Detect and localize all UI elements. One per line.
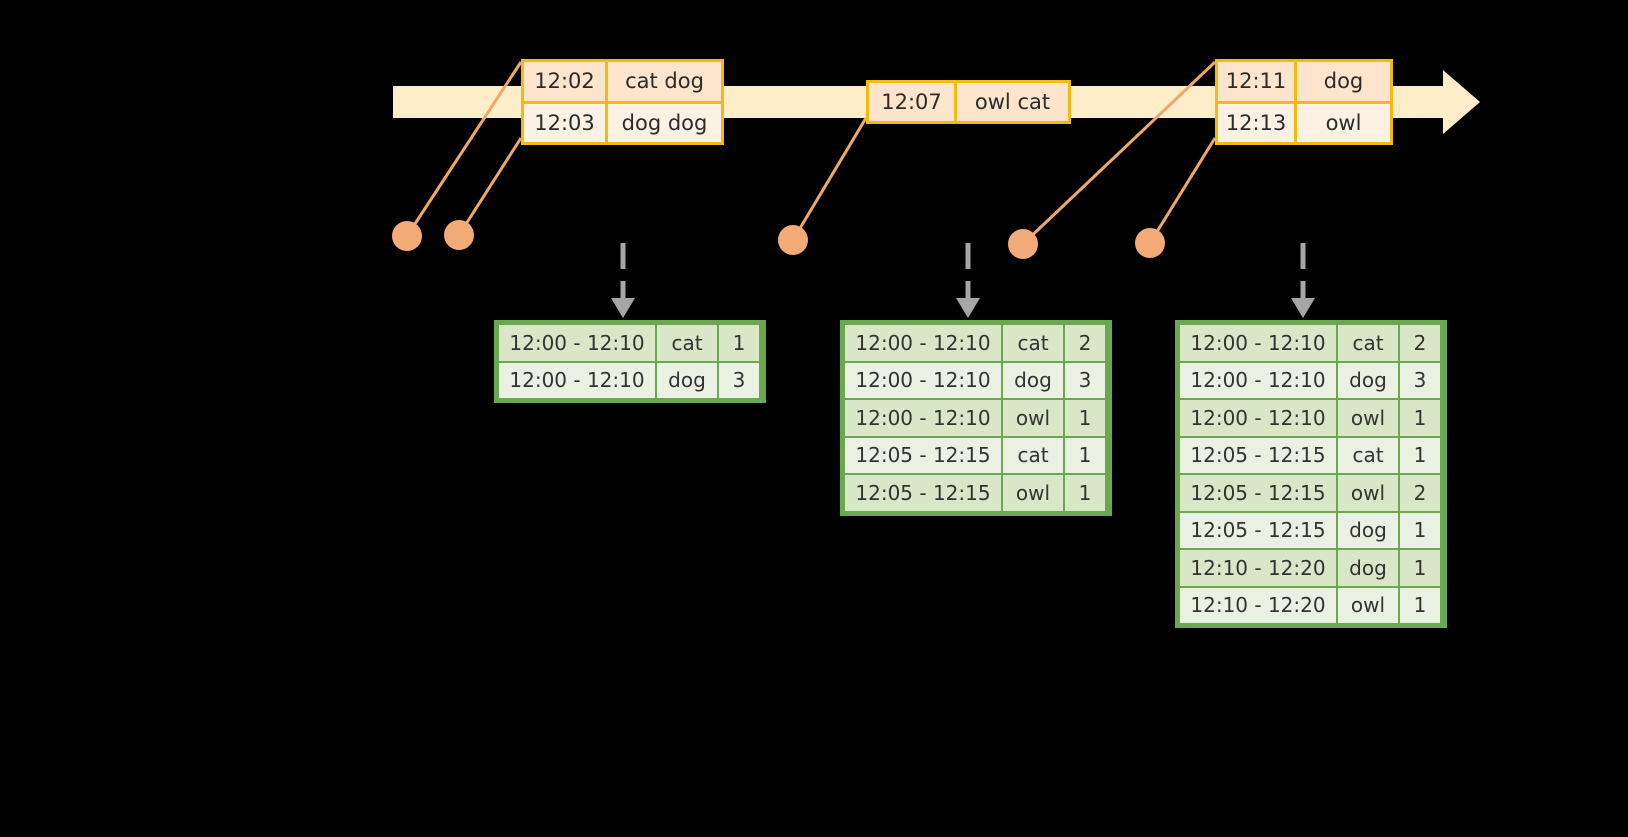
dashed-arrow-1 — [611, 243, 635, 318]
table-row[interactable]: 12:10 - 12:20 dog 1 — [1179, 549, 1443, 587]
cell-count: 3 — [1064, 361, 1106, 399]
table-row[interactable]: 12:05 - 12:15 cat 1 — [1179, 436, 1443, 474]
event-row[interactable]: 12:03 dog dog — [524, 100, 721, 142]
cell-word: cat — [1002, 436, 1064, 474]
table-row[interactable]: 12:05 - 12:15 owl 1 — [844, 474, 1108, 512]
event-dot-1 — [392, 221, 422, 251]
cell-word: dog — [1002, 361, 1064, 399]
event-row[interactable]: 12:02 cat dog — [524, 62, 721, 101]
connector-line-5 — [1148, 137, 1217, 244]
cell-window: 12:05 - 12:15 — [844, 436, 1002, 474]
event-words: cat dog — [625, 69, 704, 94]
cell-window: 12:00 - 12:10 — [844, 324, 1002, 362]
dashed-arrow-3 — [1291, 243, 1315, 318]
event-words: dog dog — [621, 110, 708, 135]
event-words: owl cat — [974, 90, 1051, 114]
table-row[interactable]: 12:00 - 12:10 dog 3 — [498, 361, 762, 399]
event-dot-2 — [444, 220, 474, 250]
result-table-2[interactable]: 12:00 - 12:10 cat 2 12:00 - 12:10 dog 3 … — [840, 320, 1112, 516]
event-group-2[interactable]: 12:07 owl cat — [866, 80, 1071, 124]
table-row[interactable]: 12:00 - 12:10 cat 2 — [1179, 324, 1443, 362]
table-row[interactable]: 12:00 - 12:10 owl 1 — [1179, 399, 1443, 437]
event-time: 12:11 — [1218, 62, 1297, 101]
cell-count: 2 — [1399, 324, 1441, 362]
cell-word: cat — [1337, 324, 1399, 362]
dashed-arrow-2 — [956, 243, 980, 318]
event-words: dog — [1323, 69, 1364, 94]
event-words: owl — [1325, 110, 1362, 135]
table-row[interactable]: 12:05 - 12:15 owl 2 — [1179, 474, 1443, 512]
cell-word: dog — [1337, 361, 1399, 399]
cell-word: dog — [1337, 549, 1399, 587]
event-time: 12:02 — [524, 62, 608, 101]
cell-count: 1 — [1064, 436, 1106, 474]
table-row[interactable]: 12:05 - 12:15 dog 1 — [1179, 511, 1443, 549]
cell-window: 12:05 - 12:15 — [1179, 474, 1337, 512]
cell-count: 3 — [1399, 361, 1441, 399]
cell-window: 12:00 - 12:10 — [498, 324, 656, 362]
cell-count: 2 — [1064, 324, 1106, 362]
cell-count: 1 — [1399, 549, 1441, 587]
cell-word: owl — [1337, 474, 1399, 512]
event-time: 12:13 — [1218, 103, 1297, 142]
event-group-1[interactable]: 12:02 cat dog 12:03 dog dog — [521, 59, 724, 145]
cell-word: cat — [1337, 436, 1399, 474]
table-row[interactable]: 12:00 - 12:10 cat 2 — [844, 324, 1108, 362]
event-row[interactable]: 12:07 owl cat — [869, 83, 1068, 121]
event-group-3[interactable]: 12:11 dog 12:13 owl — [1215, 59, 1393, 145]
cell-count: 1 — [1064, 399, 1106, 437]
result-table-1[interactable]: 12:00 - 12:10 cat 1 12:00 - 12:10 dog 3 — [494, 320, 766, 403]
cell-window: 12:00 - 12:10 — [1179, 399, 1337, 437]
cell-word: cat — [656, 324, 718, 362]
cell-word: owl — [1337, 586, 1399, 624]
event-dot-5 — [1135, 228, 1165, 258]
table-row[interactable]: 12:00 - 12:10 dog 3 — [844, 361, 1108, 399]
cell-word: owl — [1002, 399, 1064, 437]
table-row[interactable]: 12:10 - 12:20 owl 1 — [1179, 586, 1443, 624]
cell-count: 3 — [718, 361, 760, 399]
cell-window: 12:00 - 12:10 — [498, 361, 656, 399]
result-table-3[interactable]: 12:00 - 12:10 cat 2 12:00 - 12:10 dog 3 … — [1175, 320, 1447, 628]
cell-window: 12:00 - 12:10 — [1179, 324, 1337, 362]
cell-window: 12:00 - 12:10 — [1179, 361, 1337, 399]
cell-word: owl — [1337, 399, 1399, 437]
cell-word: cat — [1002, 324, 1064, 362]
cell-window: 12:05 - 12:15 — [1179, 511, 1337, 549]
cell-window: 12:00 - 12:10 — [844, 399, 1002, 437]
table-row[interactable]: 12:05 - 12:15 cat 1 — [844, 436, 1108, 474]
connector-line-2 — [457, 137, 523, 236]
cell-window: 12:10 - 12:20 — [1179, 549, 1337, 587]
table-row[interactable]: 12:00 - 12:10 dog 3 — [1179, 361, 1443, 399]
event-time: 12:03 — [524, 103, 608, 142]
cell-window: 12:00 - 12:10 — [844, 361, 1002, 399]
cell-count: 1 — [718, 324, 760, 362]
table-row[interactable]: 12:00 - 12:10 cat 1 — [498, 324, 762, 362]
cell-window: 12:05 - 12:15 — [844, 474, 1002, 512]
cell-count: 1 — [1399, 586, 1441, 624]
cell-window: 12:10 - 12:20 — [1179, 586, 1337, 624]
cell-count: 1 — [1399, 511, 1441, 549]
event-row[interactable]: 12:11 dog — [1218, 62, 1390, 101]
cell-word: owl — [1002, 474, 1064, 512]
cell-word: dog — [1337, 511, 1399, 549]
cell-count: 2 — [1399, 474, 1441, 512]
connector-line-3 — [791, 117, 868, 241]
event-dot-3 — [778, 225, 808, 255]
cell-count: 1 — [1064, 474, 1106, 512]
event-time: 12:07 — [869, 83, 957, 121]
table-row[interactable]: 12:00 - 12:10 owl 1 — [844, 399, 1108, 437]
cell-window: 12:05 - 12:15 — [1179, 436, 1337, 474]
cell-count: 1 — [1399, 436, 1441, 474]
cell-count: 1 — [1399, 399, 1441, 437]
event-row[interactable]: 12:13 owl — [1218, 100, 1390, 142]
event-dot-4 — [1008, 229, 1038, 259]
cell-word: dog — [656, 361, 718, 399]
